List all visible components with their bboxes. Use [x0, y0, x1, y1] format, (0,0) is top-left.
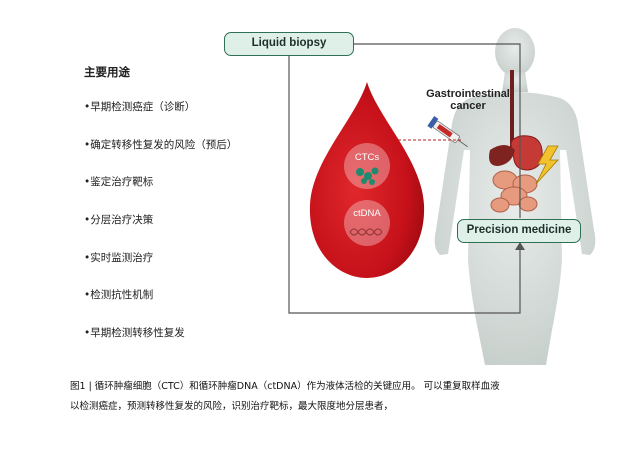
uses-item: •分层治疗决策 — [84, 214, 154, 227]
ctdna-label: ctDNA — [353, 208, 381, 219]
intestines-organ — [490, 170, 538, 213]
caption-line-1: 图1 | 循环肿瘤细胞（CTC）和循环肿瘤DNA（ctDNA）作为液体活检的关键… — [70, 381, 500, 392]
figure-caption: 图1 | 循环肿瘤细胞（CTC）和循环肿瘤DNA（ctDNA）作为液体活检的关键… — [70, 377, 630, 417]
precision-medicine-box: Precision medicine — [457, 219, 581, 243]
gi-cancer-label-line1: Gastrointestinal — [426, 88, 510, 100]
gi-cancer-label: Gastrointestinal cancer — [413, 88, 523, 112]
gi-cancer-label-line2: cancer — [450, 100, 486, 112]
ctc-cells-icon — [356, 167, 379, 185]
syringe-icon — [427, 116, 468, 148]
flow-lines — [288, 43, 521, 314]
dna-helix-icon — [349, 228, 383, 236]
ctdna-circle — [344, 200, 390, 246]
uses-item: •实时监测治疗 — [84, 251, 154, 264]
liquid-biopsy-box: Liquid biopsy — [224, 32, 354, 56]
ctc-circle — [344, 143, 390, 189]
uses-item: •早期检测转移性复发 — [84, 327, 185, 340]
ctc-label: CTCs — [354, 152, 380, 163]
uses-item: •确定转移性复发的风险（预后） — [84, 138, 238, 151]
uses-list: •早期检测癌症（诊断） •确定转移性复发的风险（预后） •鉴定治疗靶标 •分层治… — [84, 100, 284, 340]
uses-panel: 主要用途 •早期检测癌症（诊断） •确定转移性复发的风险（预后） •鉴定治疗靶标… — [84, 64, 284, 364]
uses-item: •检测抗性机制 — [84, 289, 154, 302]
arrow-head — [515, 242, 525, 250]
uses-item: •鉴定治疗靶标 — [84, 176, 154, 189]
liver-organ — [489, 145, 515, 166]
lightning-bolt-icon — [535, 145, 559, 185]
uses-item: •早期检测癌症（诊断） — [84, 101, 196, 113]
stomach-organ — [510, 135, 543, 171]
caption-line-2: 以检测癌症，预测转移性复发的风险，识别治疗靶标，最大限度地分层患者， — [70, 401, 394, 412]
blood-drop — [309, 82, 425, 278]
uses-title: 主要用途 — [84, 65, 130, 79]
